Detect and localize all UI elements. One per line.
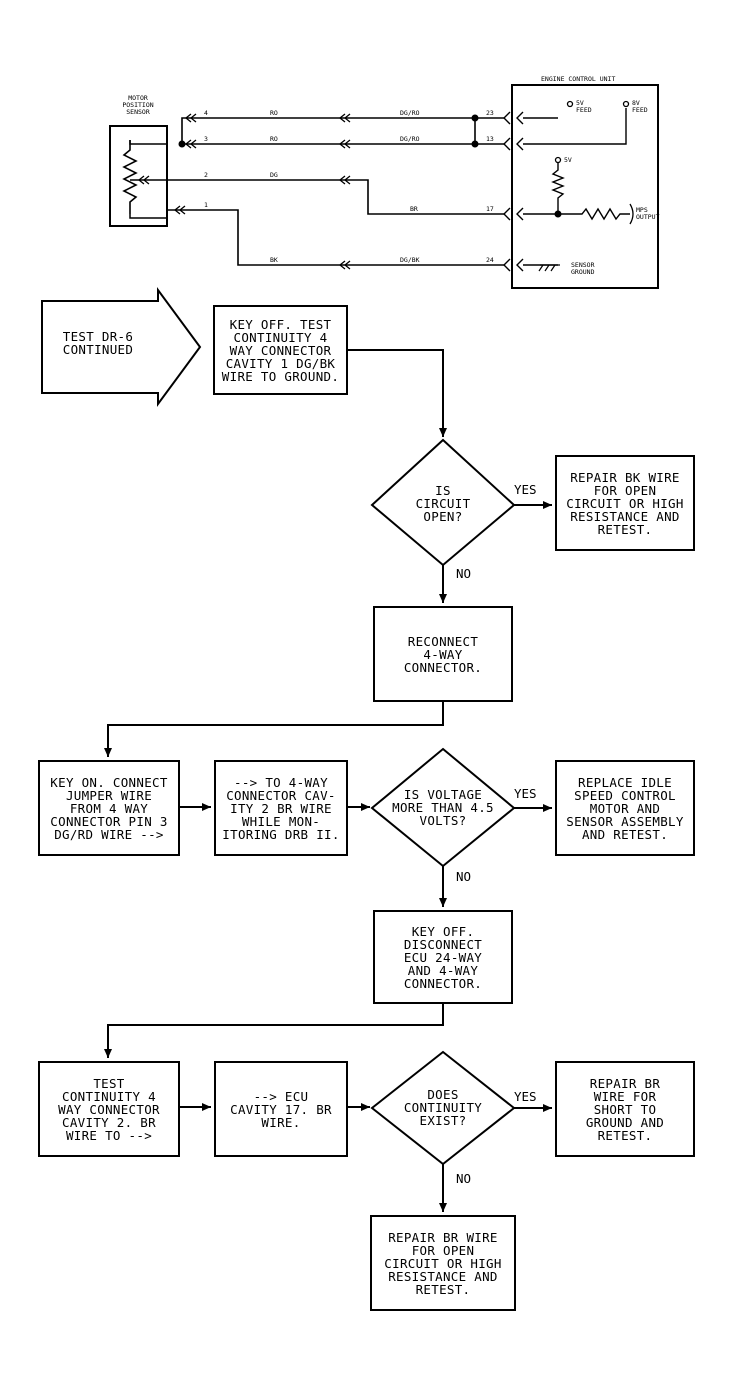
step-to-4way-cavity-2: --> TO 4-WAY CONNECTOR CAV- ITY 2 BR WIR… bbox=[214, 760, 348, 856]
ecu-pin-23: 23 bbox=[486, 109, 494, 117]
feed-8v-label: 8V FEED bbox=[632, 99, 648, 114]
wire-c-color-right: BR bbox=[410, 205, 418, 213]
start-label: TEST DR-6 CONTINUED bbox=[62, 329, 134, 357]
wire-pin2 bbox=[130, 179, 504, 215]
no-label-3: NO bbox=[456, 1171, 472, 1186]
decision-voltage: IS VOLTAGE MORE THAN 4.5 VOLTS? bbox=[392, 787, 494, 828]
ecu-pin-17: 17 bbox=[486, 205, 494, 213]
action-replace-motor: REPLACE IDLE SPEED CONTROL MOTOR AND SEN… bbox=[555, 760, 695, 856]
step-test-continuity-cavity-2: TEST CONTINUITY 4 WAY CONNECTOR CAVITY 2… bbox=[38, 1061, 180, 1157]
action-repair-br-short: REPAIR BR WIRE FOR SHORT TO GROUND AND R… bbox=[555, 1061, 695, 1157]
start-arrow-shape bbox=[41, 286, 202, 408]
ecu-pin-13: 13 bbox=[486, 135, 494, 143]
wire-d-color: BK bbox=[270, 256, 278, 264]
step-key-on-jumper: KEY ON. CONNECT JUMPER WIRE FROM 4 WAY C… bbox=[38, 760, 180, 856]
action-repair-bk-wire: REPAIR BK WIRE FOR OPEN CIRCUIT OR HIGH … bbox=[555, 455, 695, 551]
yes-label-3: YES bbox=[514, 1089, 537, 1104]
pin-2-label: 2 bbox=[204, 171, 208, 179]
motor-position-sensor bbox=[109, 125, 168, 227]
feed-5v-label: 5V FEED bbox=[576, 99, 592, 114]
action-repair-br-open: REPAIR BR WIRE FOR OPEN CIRCUIT OR HIGH … bbox=[370, 1215, 516, 1311]
wire-d-color-right: DG/BK bbox=[400, 256, 420, 264]
pin-3-label: 3 bbox=[204, 135, 208, 143]
step-ecu-cavity-17: --> ECU CAVITY 17. BR WIRE. bbox=[214, 1061, 348, 1157]
pin-1-label: 1 bbox=[204, 201, 208, 209]
wire-pin4 bbox=[181, 117, 504, 144]
step-disconnect: KEY OFF. DISCONNECT ECU 24-WAY AND 4-WAY… bbox=[373, 910, 513, 1004]
mps-output-label: MPS OUTPUT bbox=[636, 206, 660, 221]
ecu-title: ENGINE CONTROL UNIT bbox=[541, 75, 616, 83]
sensor-resistor bbox=[122, 140, 138, 214]
no-label-1: NO bbox=[456, 566, 472, 581]
sensor-ground-label: SENSOR GROUND bbox=[571, 261, 595, 276]
ref-5v-label: 5V bbox=[564, 156, 572, 164]
yes-label-2: YES bbox=[514, 786, 537, 801]
wire-a-color: RO bbox=[270, 109, 278, 117]
step-reconnect: RECONNECT 4-WAY CONNECTOR. bbox=[373, 606, 513, 702]
decision-circuit-open: IS CIRCUIT OPEN? bbox=[415, 483, 471, 524]
yes-label-1: YES bbox=[514, 482, 537, 497]
sensor-label: MOTOR POSITION SENSOR bbox=[122, 94, 154, 116]
decision-continuity: DOES CONTINUITY EXIST? bbox=[403, 1087, 483, 1128]
wire-b-color: RO bbox=[270, 135, 278, 143]
wire-b-color-right: DG/RO bbox=[400, 135, 420, 143]
engine-control-unit bbox=[511, 84, 659, 289]
wire-pin1 bbox=[168, 209, 504, 266]
ecu-pin-24: 24 bbox=[486, 256, 494, 264]
wire-a-color-right: DG/RO bbox=[400, 109, 420, 117]
pin-4-label: 4 bbox=[204, 109, 208, 117]
step-key-off-test-continuity: KEY OFF. TEST CONTINUITY 4 WAY CONNECTOR… bbox=[213, 305, 348, 395]
wire-c-color: DG bbox=[270, 171, 278, 179]
no-label-2: NO bbox=[456, 869, 472, 884]
